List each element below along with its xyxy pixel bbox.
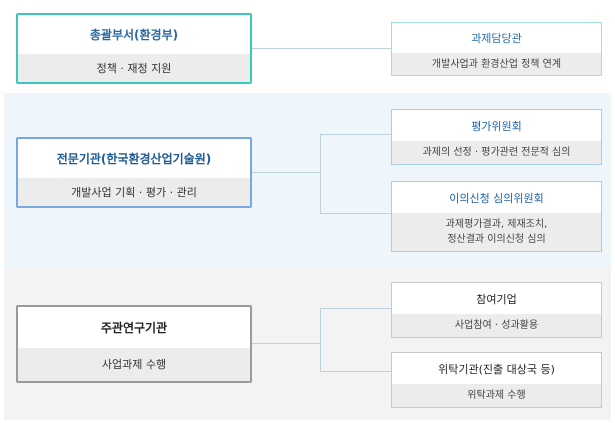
connector-bot-sub2 xyxy=(320,371,391,372)
agency-desc: 개발사업 기획 · 평가 · 관리 xyxy=(18,178,250,206)
evaluation-committee-desc: 과제의 선정 · 평가관련 전문적 심의 xyxy=(392,141,601,164)
appeal-committee-title: 이의신청 심의위원회 xyxy=(392,182,601,213)
evaluation-committee-title: 평가위원회 xyxy=(392,110,601,141)
connector-top xyxy=(251,48,391,49)
ministry-desc: 정책 · 재정 지원 xyxy=(18,54,250,82)
agency-box: 전문기관(한국환경산업기술원) 개발사업 기획 · 평가 · 관리 xyxy=(16,137,252,208)
participating-company-title: 참여기업 xyxy=(392,283,601,314)
ministry-box: 총괄부서(환경부) 정책 · 재정 지원 xyxy=(16,13,252,84)
appeal-committee-desc: 과제평가결과, 제재조치, 정산결과 이의신청 심의 xyxy=(392,213,601,251)
appeal-committee-desc-line2: 정산결과 이의신청 심의 xyxy=(447,234,546,245)
entrusted-agency-title: 위탁기관(진출 대상국 등) xyxy=(392,353,601,384)
evaluation-committee-box: 평가위원회 과제의 선정 · 평가관련 전문적 심의 xyxy=(391,109,602,165)
task-officer-title: 과제담당관 xyxy=(392,23,601,53)
entrusted-agency-desc: 위탁과제 수행 xyxy=(392,384,601,407)
task-officer-desc: 개발사업과 환경산업 정책 연계 xyxy=(392,53,601,75)
connector-mid-vertical xyxy=(320,134,321,213)
appeal-committee-box: 이의신청 심의위원회 과제평가결과, 제재조치, 정산결과 이의신청 심의 xyxy=(391,181,602,252)
institution-box: 주관연구기관 사업과제 수행 xyxy=(16,305,252,383)
institution-desc: 사업과제 수행 xyxy=(18,348,250,381)
task-officer-box: 과제담당관 개발사업과 환경산업 정책 연계 xyxy=(391,22,602,76)
entrusted-agency-box: 위탁기관(진출 대상국 등) 위탁과제 수행 xyxy=(391,352,602,408)
connector-bot-main xyxy=(251,343,320,344)
connector-bot-vertical xyxy=(320,308,321,371)
connector-mid-sub1 xyxy=(320,134,391,135)
connector-mid-main xyxy=(251,172,320,173)
appeal-committee-desc-line1: 과제평가결과, 제재조치, xyxy=(445,219,548,230)
ministry-title: 총괄부서(환경부) xyxy=(18,15,250,54)
institution-title: 주관연구기관 xyxy=(18,307,250,348)
connector-mid-sub2 xyxy=(320,213,391,214)
connector-bot-sub1 xyxy=(320,308,391,309)
participating-company-desc: 사업참여 · 성과활용 xyxy=(392,314,601,337)
agency-title: 전문기관(한국환경산업기술원) xyxy=(18,139,250,178)
participating-company-box: 참여기업 사업참여 · 성과활용 xyxy=(391,282,602,338)
